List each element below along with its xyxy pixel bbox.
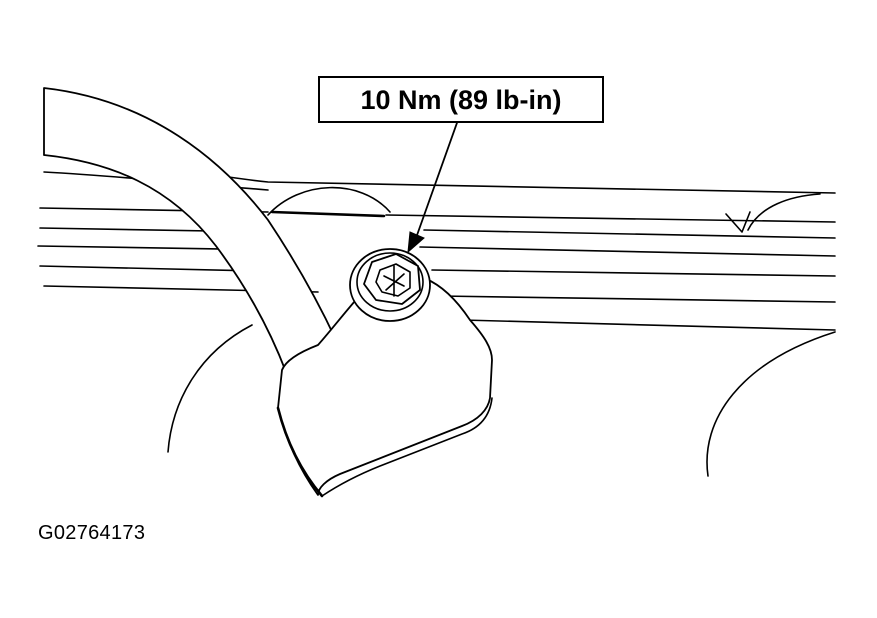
upper-arc-inner [270,210,386,218]
right-small-arc [747,193,821,231]
right-notch [725,211,751,233]
bolt-flange-inner [356,252,424,312]
bolt-socket-star [383,265,405,297]
left-housing-curve [167,324,253,453]
bracket-plate [277,273,493,496]
callout-box [318,76,604,123]
callout-leader [407,119,459,254]
bracket-plate-edge [276,406,324,498]
torque-spec-label: 10 Nm (89 lb-in) [360,85,561,115]
right-housing-curve [706,331,836,477]
upper-arc [267,186,391,216]
bracket-plate-lower-edge [321,397,493,497]
bolt-socket [375,263,411,297]
bolt-head [363,253,421,305]
figure-id-label: G02764173 [38,522,146,544]
